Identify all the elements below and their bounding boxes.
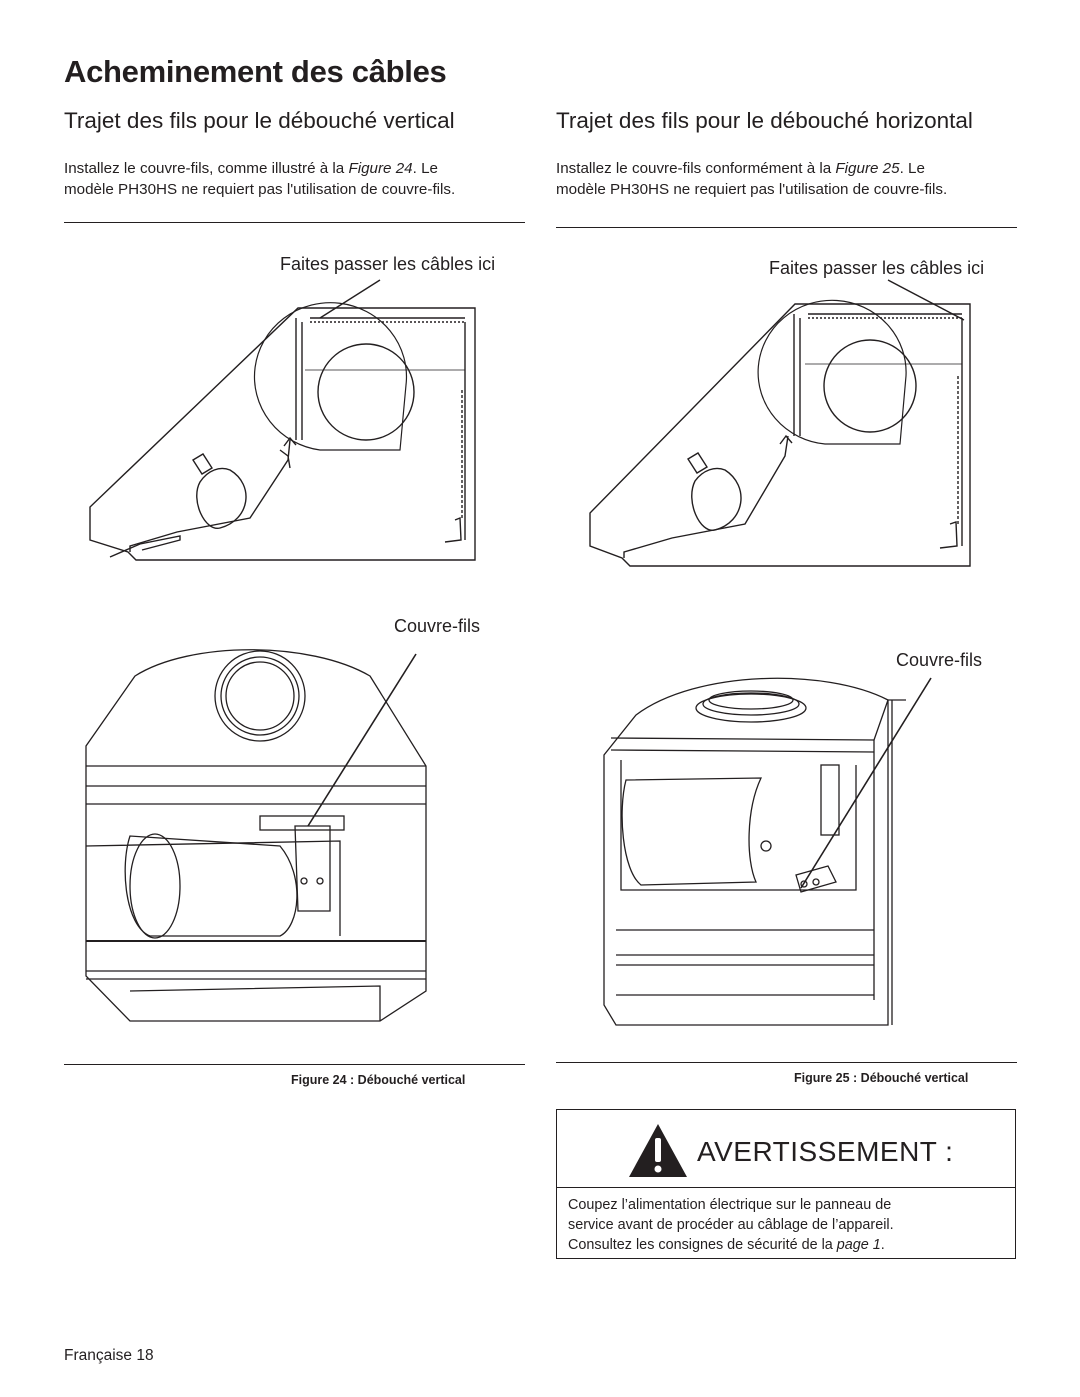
right-para-text: modèle PH30HS ne requiert pas l'utilisat… [556, 181, 948, 198]
figure-25-reference[interactable]: Figure 25 [835, 160, 900, 177]
warning-line: . [880, 1237, 885, 1253]
left-para-text: . Le [412, 160, 438, 177]
hood-side-view-illustration-right [589, 279, 971, 567]
figure-24-caption: Figure 24 : Débouché vertical [291, 1073, 466, 1087]
figure-24-reference[interactable]: Figure 24 [348, 160, 413, 177]
warning-box: AVERTISSEMENT : Coupez l’alimentation él… [556, 1109, 1016, 1259]
warning-divider [557, 1187, 1015, 1188]
left-caption-divider [64, 1064, 525, 1065]
figure-25-caption: Figure 25 : Débouché vertical [794, 1071, 969, 1085]
hood-side-view-illustration-left [89, 279, 476, 561]
warning-triangle-icon [629, 1124, 687, 1177]
hood-underside-illustration-right [603, 677, 932, 1026]
warning-title: AVERTISSEMENT : [697, 1136, 954, 1167]
warning-line: service avant de procéder au câblage de … [568, 1217, 894, 1233]
right-intro-paragraph: Installez le couvre-fils conformément à … [556, 158, 947, 200]
right-divider [556, 227, 1017, 228]
left-para-text: Installez le couvre-fils, comme illustré… [64, 160, 349, 177]
warning-header: AVERTISSEMENT : [557, 1110, 1015, 1186]
left-section-heading: Trajet des fils pour le débouché vertica… [64, 108, 455, 133]
left-intro-paragraph: Installez le couvre-fils, comme illustré… [64, 158, 455, 200]
left-label-route-cables: Faites passer les câbles ici [280, 254, 496, 274]
right-para-text: . Le [899, 160, 925, 177]
warning-text: Coupez l’alimentation électrique sur le … [568, 1195, 894, 1255]
left-para-text: modèle PH30HS ne requiert pas l'utilisat… [64, 181, 456, 198]
right-section-heading: Trajet des fils pour le débouché horizon… [556, 108, 973, 133]
warning-line: Consultez les consignes de sécurité de l… [568, 1237, 837, 1253]
warning-line: Coupez l’alimentation électrique sur le … [568, 1197, 892, 1213]
right-para-text: Installez le couvre-fils conformément à … [556, 160, 836, 177]
hood-underside-illustration-left [85, 649, 427, 1022]
right-label-wire-cover: Couvre-fils [896, 650, 983, 670]
left-label-wire-cover: Couvre-fils [394, 616, 481, 636]
page-title: Acheminement des câbles [64, 54, 447, 89]
left-divider [64, 222, 525, 223]
page-1-reference[interactable]: page 1 [836, 1237, 881, 1253]
page-footer: Française 18 [64, 1347, 154, 1364]
right-caption-divider [556, 1062, 1017, 1063]
right-label-route-cables: Faites passer les câbles ici [769, 258, 985, 278]
